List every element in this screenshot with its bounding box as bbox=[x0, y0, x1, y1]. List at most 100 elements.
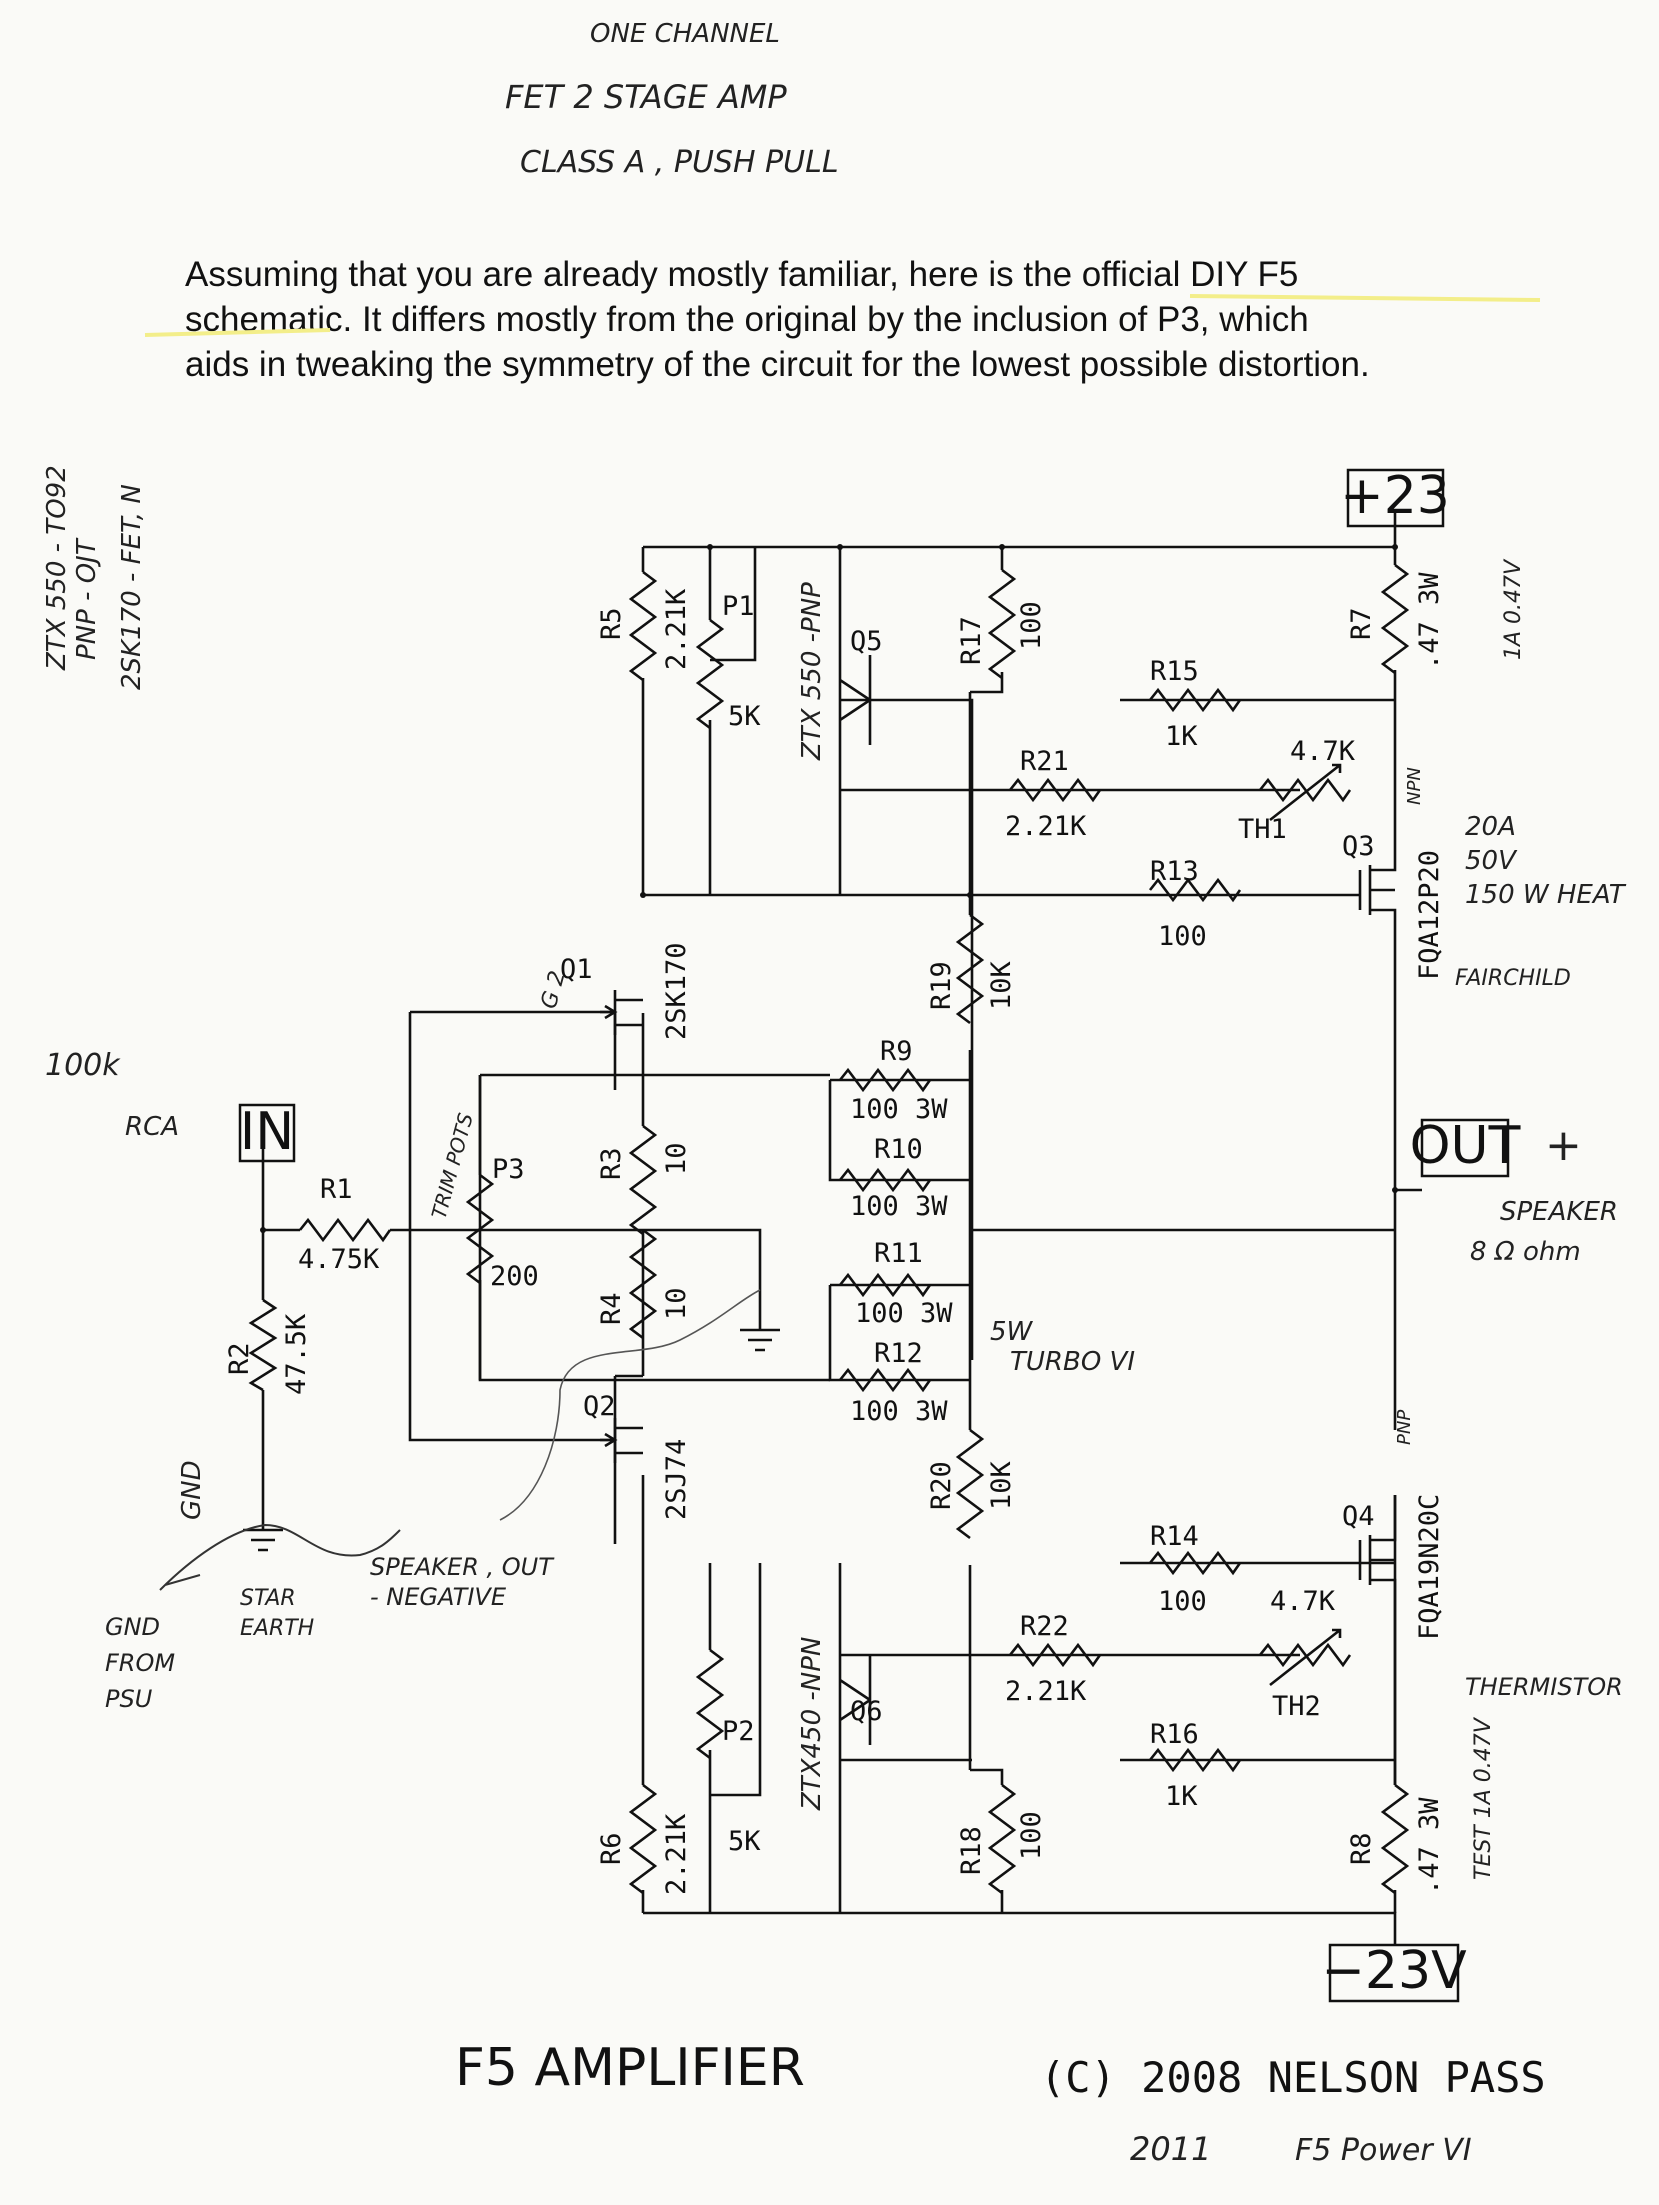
svg-text:+23: +23 bbox=[1340, 466, 1450, 526]
r10-value: 100 3W bbox=[850, 1191, 948, 1222]
hand-drawn-wire bbox=[499, 1289, 761, 1521]
r2-label: R2 bbox=[224, 1342, 255, 1375]
note-fuse-bottom: TEST 1A 0.47V bbox=[1471, 1716, 1496, 1880]
r4-label: R4 bbox=[596, 1292, 627, 1325]
r13-label: R13 bbox=[1150, 856, 1199, 887]
note-speaker-neg: SPEAKER , OUT- NEGATIVE bbox=[370, 1553, 555, 1611]
r6-value: 2.21K bbox=[661, 1813, 692, 1895]
q1-part: 2SK170 bbox=[661, 942, 692, 1040]
r14-value: 100 bbox=[1158, 1586, 1207, 1617]
q4-label: Q4 bbox=[1342, 1501, 1375, 1532]
svg-text:−23V: −23V bbox=[1321, 1941, 1467, 2001]
r1-label: R1 bbox=[320, 1174, 353, 1205]
r1-value: 4.75K bbox=[298, 1244, 380, 1275]
q6-label: Q6 bbox=[850, 1696, 883, 1727]
r22-value: 2.21K bbox=[1005, 1676, 1087, 1707]
r20-label: R20 bbox=[926, 1461, 957, 1510]
hand-drawn-wire bbox=[159, 1523, 401, 1591]
r3-value: 10 bbox=[661, 1142, 692, 1175]
r11-label: R11 bbox=[874, 1238, 923, 1269]
r13-value: 100 bbox=[1158, 921, 1207, 952]
note-q5-part: ZTX 550 -PNP bbox=[797, 582, 827, 761]
r5-value: 2.21K bbox=[661, 588, 692, 670]
intro-line-2: schematic. It differs mostly from the or… bbox=[185, 300, 1309, 339]
highlight-mark bbox=[144, 328, 331, 337]
note-plus: + bbox=[1545, 1120, 1582, 1171]
r15-label: R15 bbox=[1150, 656, 1199, 687]
note-side-1: ZTX 550 - TO92 bbox=[42, 465, 72, 671]
q4-part: FQA19N20C bbox=[1414, 1494, 1445, 1640]
p2-value: 5K bbox=[728, 1826, 761, 1857]
output-terminal-box: OUT bbox=[1410, 1116, 1521, 1178]
r8-label: R8 bbox=[1346, 1832, 1377, 1865]
note-header-3: CLASS A , PUSH PULL bbox=[520, 145, 839, 180]
r6-label: R6 bbox=[596, 1832, 627, 1865]
r11-value: 100 3W bbox=[855, 1298, 953, 1329]
r16-value: 1K bbox=[1165, 1781, 1198, 1812]
th1-value: 4.7K bbox=[1290, 736, 1356, 767]
r2-value: 47.5K bbox=[281, 1313, 312, 1395]
diagram-title: F5 AMPLIFIER bbox=[455, 2038, 805, 2098]
note-fuse-top: 1A 0.47V bbox=[1501, 558, 1526, 660]
r10-label: R10 bbox=[874, 1134, 923, 1165]
r21-value: 2.21K bbox=[1005, 811, 1087, 842]
intro-line-3: aids in tweaking the symmetry of the cir… bbox=[185, 345, 1370, 384]
resistor-symbols bbox=[248, 563, 1410, 1895]
note-g2: G 2 bbox=[537, 968, 571, 1011]
r21-label: R21 bbox=[1020, 746, 1069, 777]
r5-label: R5 bbox=[596, 607, 627, 640]
note-npn: NPN bbox=[1404, 767, 1425, 805]
note-rca: RCA bbox=[125, 1112, 179, 1142]
rail-box-positive: +23 bbox=[1340, 466, 1450, 528]
r9-label: R9 bbox=[880, 1036, 913, 1067]
th2-label: TH2 bbox=[1272, 1691, 1321, 1722]
r17-value: 100 bbox=[1016, 601, 1047, 650]
th1-label: TH1 bbox=[1238, 814, 1287, 845]
svg-text:IN: IN bbox=[240, 1102, 294, 1162]
r19-label: R19 bbox=[926, 961, 957, 1010]
transistor-symbols bbox=[600, 655, 1397, 1785]
r15-value: 1K bbox=[1165, 721, 1198, 752]
q2-label: Q2 bbox=[583, 1391, 616, 1422]
junctions bbox=[260, 544, 1398, 1233]
r20-value: 10K bbox=[986, 1460, 1017, 1510]
q5-label: Q5 bbox=[850, 626, 883, 657]
r7-value: .47 3W bbox=[1414, 572, 1445, 670]
input-terminal-box: IN bbox=[238, 1102, 296, 1163]
svg-text:OUT: OUT bbox=[1410, 1116, 1521, 1176]
rail-box-negative: −23V bbox=[1321, 1941, 1467, 2003]
r22-label: R22 bbox=[1020, 1611, 1069, 1642]
q2-part: 2SJ74 bbox=[661, 1439, 692, 1520]
q3-part: FQA12P20 bbox=[1414, 850, 1445, 980]
note-pnp: PNP bbox=[1394, 1410, 1415, 1445]
r16-label: R16 bbox=[1150, 1719, 1199, 1750]
r12-label: R12 bbox=[874, 1338, 923, 1369]
note-q6-part: ZTX450 -NPN bbox=[797, 1637, 827, 1811]
r19-value: 10K bbox=[986, 960, 1017, 1010]
p1-value: 5K bbox=[728, 701, 761, 732]
p3-value: 200 bbox=[490, 1261, 539, 1292]
q3-label: Q3 bbox=[1342, 831, 1375, 862]
q1-label: Q1 bbox=[560, 954, 593, 985]
r17-label: R17 bbox=[956, 616, 987, 665]
note-gnd: GND bbox=[177, 1460, 207, 1520]
r8-value: .47 3W bbox=[1414, 1797, 1445, 1895]
note-power-vi: F5 Power VI bbox=[1295, 2133, 1472, 2168]
ground-symbol bbox=[243, 1320, 780, 1552]
wiring bbox=[261, 510, 1422, 1945]
r7-label: R7 bbox=[1346, 607, 1377, 640]
highlight-mark bbox=[1189, 294, 1541, 302]
r14-label: R14 bbox=[1150, 1521, 1199, 1552]
note-100k: 100k bbox=[45, 1048, 121, 1083]
r12-value: 100 3W bbox=[850, 1396, 948, 1427]
note-header-2: FET 2 STAGE AMP bbox=[505, 78, 787, 116]
r9-value: 100 3W bbox=[850, 1094, 948, 1125]
intro-line-1: Assuming that you are already mostly fam… bbox=[185, 255, 1299, 294]
note-year: 2011 bbox=[1130, 2130, 1211, 2168]
handwritten-notes: ONE CHANNEL FET 2 STAGE AMP CLASS A , PU… bbox=[42, 19, 1627, 2168]
